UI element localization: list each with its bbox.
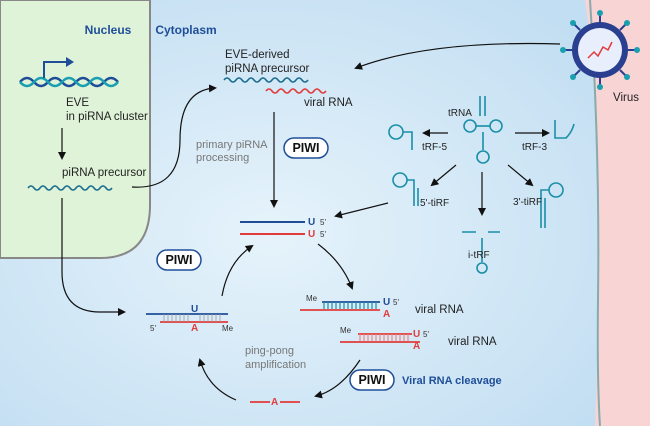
- duplex-a-label: A: [191, 323, 198, 334]
- viral-a-label-1: A: [383, 309, 390, 320]
- pirna-viral-duplex-1: [300, 301, 380, 311]
- arrow-trf-to-pirna: [334, 202, 389, 219]
- virus-region: [585, 0, 650, 426]
- three-tirf-label: 3'-tiRF: [513, 197, 542, 208]
- trf5-icon: [388, 124, 413, 150]
- eve-label: EVE: [66, 97, 89, 109]
- pirna-u-red: U: [308, 229, 315, 240]
- viral-rna-top-label: viral RNA: [304, 97, 353, 109]
- itrf-label: i-tRF: [468, 250, 490, 261]
- transcription-start-arrow: [43, 61, 68, 78]
- pirna-5prime-blue: 5': [320, 218, 326, 227]
- trf3-icon: [554, 120, 575, 139]
- viral-rna-label-2: viral RNA: [448, 336, 497, 348]
- eve-derived-label-1: EVE-derived: [225, 49, 290, 61]
- arrow-export: [131, 84, 217, 188]
- pirna-duplex-left: [146, 313, 228, 323]
- pirna-viral-duplex-2: [340, 333, 420, 343]
- trf3-label: tRF-3: [522, 142, 547, 153]
- piwi-badge-left: [156, 249, 202, 271]
- pingpong-label-1: ping-pong: [245, 345, 294, 357]
- virus-label: Virus: [613, 92, 639, 104]
- cell-membrane: [589, 0, 601, 426]
- virus-icon: [560, 10, 640, 90]
- arrow-3tirf: [507, 164, 534, 187]
- pirna-5prime-red: 5': [320, 230, 326, 239]
- five-tirf-label: 5'-tiRF: [420, 198, 449, 209]
- eve-cluster-label: in piRNA cluster: [66, 111, 148, 123]
- nucleus-region: [0, 0, 151, 259]
- pirna-precursor-strand: [27, 185, 113, 191]
- viral-5prime-label-2: 5': [423, 330, 429, 339]
- arrow-pingpong: [197, 358, 237, 401]
- viral-u-label-1: U: [383, 297, 390, 308]
- duplex-me-label: Me: [222, 324, 234, 333]
- duplex-u-label: U: [191, 304, 198, 315]
- pirna-precursor-label: piRNA precursor: [62, 167, 147, 179]
- arrow-5tirf: [430, 164, 457, 187]
- arrowhead-icon: [66, 57, 74, 67]
- piwi-badge-cleavage: [349, 369, 395, 391]
- trna-icon: [463, 96, 503, 164]
- duplex-5prime-label: 5': [150, 324, 156, 333]
- viral-me-label-2: Me: [340, 326, 352, 335]
- viral-me-label-1: Me: [306, 294, 318, 303]
- primary-processing-label-1: primary piRNA: [196, 139, 268, 151]
- viral-a-label-2: A: [413, 341, 420, 352]
- itrf-icon: [462, 231, 500, 274]
- arrow-to-pirna-pool: [221, 244, 254, 297]
- piwi-badge-primary: [283, 137, 329, 159]
- piwi-label-left: PIWI: [165, 253, 192, 267]
- arrow-to-cleavage: [314, 359, 361, 399]
- trf5-label: tRF-5: [422, 142, 447, 153]
- pingpong-label-2: amplification: [245, 359, 306, 371]
- viral-5prime-label-1: 5': [393, 298, 399, 307]
- trna-label: tRNA: [448, 108, 472, 119]
- five-tirf-icon: [392, 172, 419, 206]
- cleavage-a-label: A: [271, 397, 278, 408]
- primary-processing-label-2: processing: [196, 152, 249, 164]
- three-tirf-icon: [540, 182, 564, 228]
- cytoplasm-label: Cytoplasm: [155, 23, 216, 37]
- arrow-nuclear-to-duplex: [61, 198, 126, 316]
- eve-derived-label-2: piRNA precursor: [225, 63, 310, 75]
- eve-derived-precursor-strand: [223, 77, 309, 83]
- viral-rna-strand-top: [265, 88, 327, 94]
- piwi-label-cleavage: PIWI: [358, 373, 385, 387]
- arrow-virus-entry: [354, 42, 561, 70]
- viral-rna-cleavage-label: Viral RNA cleavage: [402, 375, 502, 387]
- arrow-to-viral-binding: [317, 243, 354, 290]
- viral-u-label-2: U: [413, 329, 420, 340]
- nucleus-label: Nucleus: [85, 23, 132, 37]
- piwi-label-primary: PIWI: [292, 141, 319, 155]
- viral-rna-label-1: viral RNA: [415, 304, 464, 316]
- eve-dna-helix-icon: [19, 76, 119, 88]
- pirna-u-blue: U: [308, 217, 315, 228]
